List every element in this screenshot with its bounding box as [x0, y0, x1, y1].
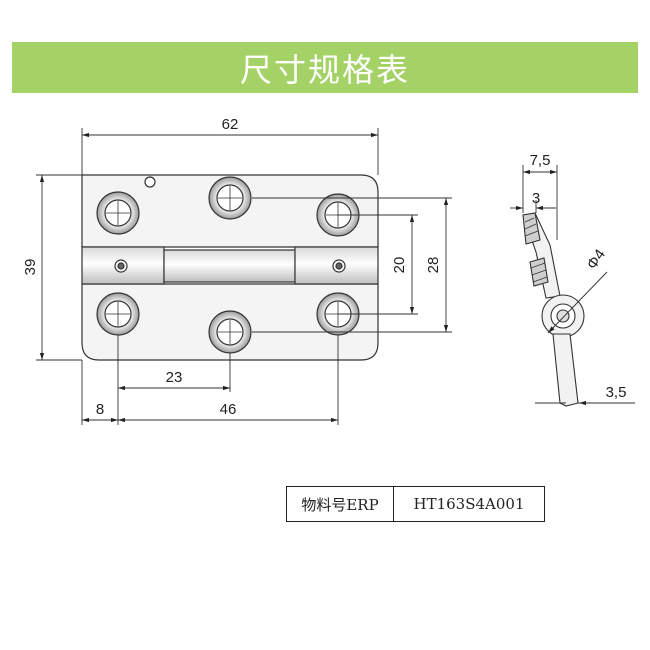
dim-text-20: 20 [391, 257, 408, 274]
locator-hole [144, 176, 156, 188]
dim-text-39: 39 [22, 259, 39, 276]
screw-hole-bottom-center [208, 310, 252, 354]
dim-text-3: 3 [532, 190, 540, 207]
hinge-side-view [522, 212, 585, 407]
knuckle-middle [163, 249, 296, 283]
dim-text-28: 28 [425, 257, 442, 274]
dim-text-3-5: 3,5 [606, 384, 627, 401]
side-pin [556, 309, 570, 323]
spec-table-value: HT163S4A001 [413, 495, 525, 513]
screw-hole-top-center [208, 176, 252, 220]
dim-text-23: 23 [166, 369, 183, 386]
dim-line-phi4 [547, 271, 608, 334]
side-dimensions [510, 165, 635, 406]
front-dimensions [36, 128, 452, 425]
page-title: 尺寸规格表 [239, 50, 410, 89]
screw-hole-bottom-left [96, 292, 140, 336]
dim-text-8: 8 [96, 401, 104, 418]
dim-text-62: 62 [222, 116, 239, 133]
screw-hole-top-left [96, 191, 140, 235]
screw-holes [96, 176, 360, 354]
spec-table: 物料号ERP HT163S4A001 [286, 486, 545, 522]
dim-text-phi4: Φ4 [584, 246, 610, 272]
dim-text-7-5: 7,5 [530, 152, 551, 169]
spec-table-label: 物料号ERP [287, 487, 394, 521]
side-lower-leaf [552, 333, 579, 407]
dim-text-46: 46 [220, 401, 237, 418]
title-bar: 尺寸规格表 [12, 42, 638, 93]
